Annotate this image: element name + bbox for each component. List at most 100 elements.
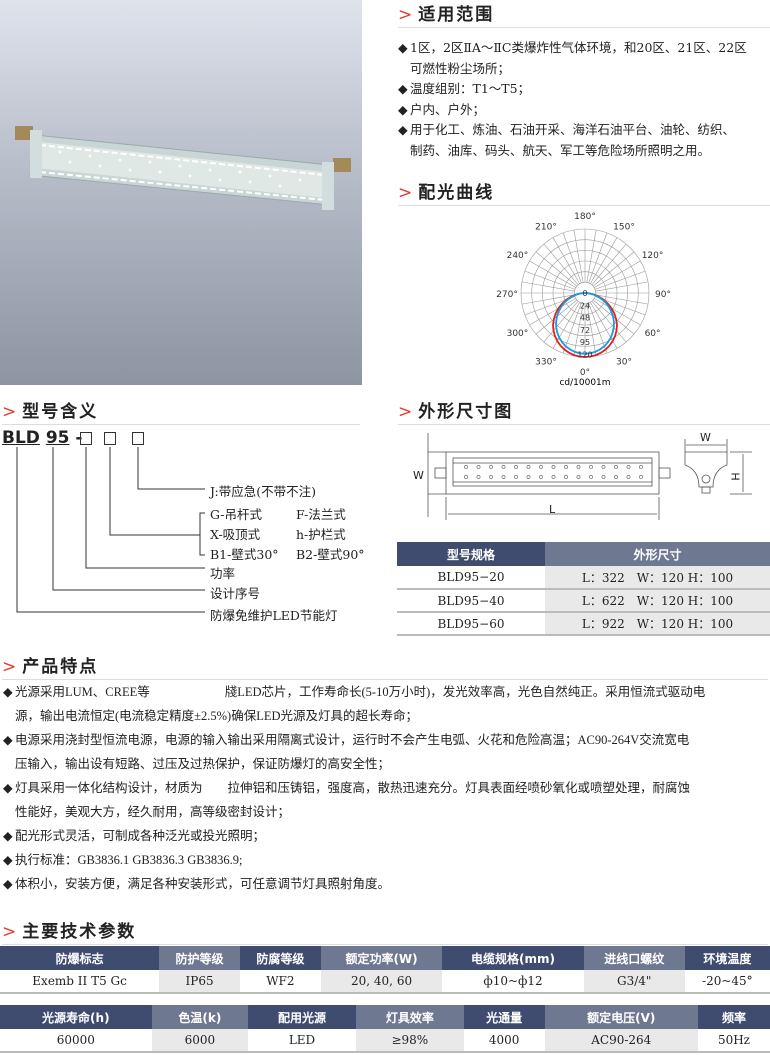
polar-unit-label: cd/10001m bbox=[559, 378, 610, 388]
model-serial-label: 设计序号 bbox=[210, 586, 261, 601]
dim-h-label: H bbox=[728, 472, 742, 481]
led-dot bbox=[564, 465, 568, 469]
led-dot bbox=[551, 465, 556, 469]
list-item: ◆温度组别：T1～T5； bbox=[398, 79, 770, 100]
polar-curve-c0 bbox=[552, 292, 618, 358]
model-option-b1: B1-壁式30° bbox=[210, 547, 279, 562]
polar-spoke bbox=[562, 232, 582, 284]
polar-spoke bbox=[590, 237, 618, 284]
light-distribution-polar-chart: 180°150°120°90°60°30°0°330°300°270°240°2… bbox=[496, 212, 671, 388]
led-dot bbox=[576, 465, 581, 469]
led-dot bbox=[614, 475, 618, 479]
polar-spoke bbox=[552, 237, 580, 284]
polar-spoke bbox=[595, 281, 649, 292]
polar-spoke bbox=[521, 281, 575, 292]
bullet-diamond-icon: ◆ bbox=[3, 853, 13, 867]
polar-spoke bbox=[543, 243, 579, 286]
polar-angle-label: 30° bbox=[616, 358, 632, 368]
polar-spoke bbox=[588, 302, 608, 354]
led-dot bbox=[489, 465, 493, 469]
polar-spoke bbox=[594, 270, 646, 290]
polar-curve-c90 bbox=[555, 292, 615, 355]
polar-radial-label: 48 bbox=[580, 314, 590, 323]
polar-angle-label: 240° bbox=[507, 251, 529, 261]
polar-spoke bbox=[586, 303, 597, 357]
led-dot bbox=[514, 465, 518, 469]
polar-angle-label: 270° bbox=[496, 290, 518, 300]
polar-spoke bbox=[529, 260, 576, 288]
bullet-diamond-icon: ◆ bbox=[3, 877, 13, 891]
model-option-x: X-吸顶式 bbox=[210, 527, 261, 542]
led-dot bbox=[564, 475, 568, 479]
model-box-power bbox=[80, 432, 92, 445]
polar-angle-label: 180° bbox=[574, 212, 596, 222]
led-dot bbox=[489, 475, 493, 479]
led-dot bbox=[501, 465, 506, 469]
list-item: ◆灯具采用一体化结构设计，材质为 拉伸铝和压铸铝，强度高，散热迅速充分。灯具表面… bbox=[3, 776, 770, 824]
model-code: BLD 95 - bbox=[2, 428, 83, 448]
model-power-label: 功率 bbox=[210, 566, 236, 581]
list-item: ◆用于化工、炼油、石油开采、海洋石油平台、油轮、纺织、制药、油库、码头、航天、军… bbox=[398, 122, 736, 158]
dim-w-side-label: W bbox=[700, 431, 711, 444]
led-dot bbox=[601, 465, 606, 469]
polar-spoke bbox=[562, 302, 582, 354]
section-title-model: >型号含义 bbox=[2, 397, 360, 425]
led-dot bbox=[476, 475, 481, 479]
bullet-diamond-icon: ◆ bbox=[398, 81, 408, 96]
list-item: ◆配光形式灵活，可制成各种泛光或投光照明； bbox=[3, 824, 770, 848]
led-dot bbox=[539, 465, 543, 469]
polar-angle-label: 60° bbox=[645, 329, 661, 339]
dim-l-label: L bbox=[549, 503, 556, 516]
polar-spoke bbox=[524, 270, 576, 290]
model-name-label: 防爆免维护LED节能灯 bbox=[210, 608, 338, 623]
polar-spoke bbox=[594, 298, 641, 326]
list-item: ◆电源采用浇封型恒流电源，电源的输入输出采用隔离式设计，运行时不会产生电弧、火花… bbox=[3, 728, 770, 776]
polar-spoke bbox=[573, 303, 584, 357]
bullet-diamond-icon: ◆ bbox=[398, 122, 408, 137]
list-item: ◆光源采用LUM、CREE等 牋LED芯片，工作寿命长(5-10万小时)，发光效… bbox=[3, 680, 770, 728]
model-leader-lines bbox=[16, 447, 205, 613]
polar-radial-label: 72 bbox=[580, 326, 590, 335]
polar-angle-label: 90° bbox=[655, 290, 671, 300]
polar-radial-label: 120 bbox=[577, 351, 592, 360]
led-dot bbox=[639, 475, 643, 479]
polar-spoke bbox=[521, 294, 575, 305]
section-title-curve: >配光曲线 bbox=[398, 178, 770, 206]
polar-angle-label: 330° bbox=[535, 358, 557, 368]
scope-list: ◆1区，2区ⅡA～ⅡC类爆炸性气体环境，和20区、21区、22区可燃性粉尘场所；… bbox=[398, 38, 770, 161]
polar-radial-label: 0 bbox=[582, 289, 587, 298]
dim-w-label: W bbox=[413, 469, 424, 482]
dimension-drawing bbox=[427, 433, 752, 520]
list-item: ◆体积小，安装方便，满足各种安装形式，可任意调节灯具照射角度。 bbox=[3, 872, 770, 896]
led-dot bbox=[614, 465, 618, 469]
model-box-mount bbox=[104, 432, 116, 445]
polar-spoke bbox=[573, 229, 584, 283]
section-title-dims: >外形尺寸图 bbox=[398, 397, 770, 425]
features-list: ◆光源采用LUM、CREE等 牋LED芯片，工作寿命长(5-10万小时)，发光效… bbox=[3, 680, 770, 896]
polar-angle-label: 0° bbox=[580, 368, 590, 378]
section-title-params: >主要技术参数 bbox=[2, 917, 768, 945]
polar-spoke bbox=[591, 243, 627, 286]
led-dot bbox=[626, 465, 631, 469]
polar-spoke bbox=[592, 251, 635, 287]
list-item: ◆执行标准：GB3836.1 GB3836.3 GB3836.9; bbox=[3, 848, 770, 872]
model-option-b2: B2-壁式90° bbox=[296, 547, 365, 562]
led-dot bbox=[551, 475, 556, 479]
polar-radial-label: 95 bbox=[580, 338, 590, 347]
led-dot bbox=[576, 475, 581, 479]
led-dot bbox=[626, 475, 631, 479]
model-box-emergency bbox=[132, 432, 144, 445]
bullet-diamond-icon: ◆ bbox=[3, 733, 13, 747]
section-title-scope: >适用范围 bbox=[398, 0, 770, 28]
led-dot bbox=[476, 465, 481, 469]
polar-spoke bbox=[535, 251, 578, 287]
polar-angle-label: 210° bbox=[535, 222, 557, 232]
bullet-diamond-icon: ◆ bbox=[3, 685, 13, 699]
